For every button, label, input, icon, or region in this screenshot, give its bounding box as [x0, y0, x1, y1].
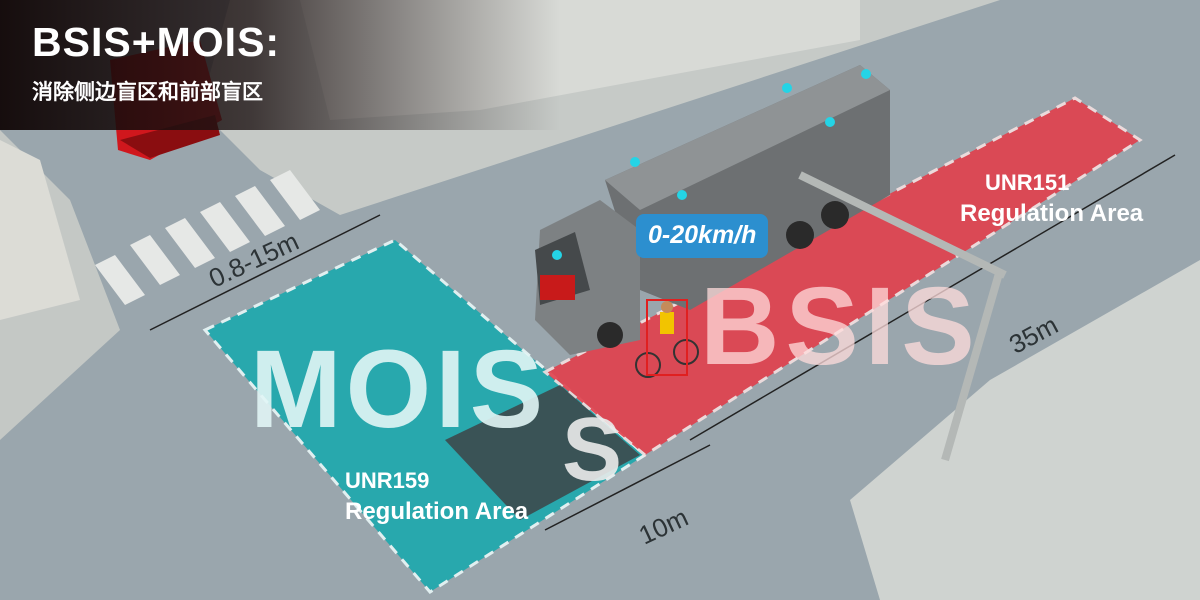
crosswalk: [95, 170, 320, 305]
bsis-big-label: BSIS: [700, 265, 981, 388]
sidewalk-right: [850, 260, 1200, 600]
bsis-zone: [542, 96, 1143, 457]
page-subtitle: 消除侧边盲区和前部盲区: [32, 80, 263, 104]
building-left: [0, 140, 80, 320]
overlap-label: S: [562, 400, 623, 500]
overlap-zone: [445, 385, 640, 520]
mois-regulation-area: Regulation Area: [345, 498, 529, 525]
dimension-lines: [149, 154, 1176, 531]
mois-big-label: MOIS: [250, 328, 548, 451]
title-overlay: [0, 0, 560, 130]
traffic-pole: [798, 171, 1007, 462]
cyclist: [635, 301, 699, 378]
bsis-regulation: UNR151: [985, 170, 1070, 195]
sensor-dots: [552, 69, 871, 260]
speed-badge: 0-20km/h: [636, 214, 769, 258]
bsis-regulation-area: Regulation Area: [960, 200, 1144, 227]
detection-box: [646, 299, 688, 376]
page-title: BSIS+MOIS:: [32, 19, 281, 65]
mois-regulation: UNR159: [345, 468, 430, 493]
